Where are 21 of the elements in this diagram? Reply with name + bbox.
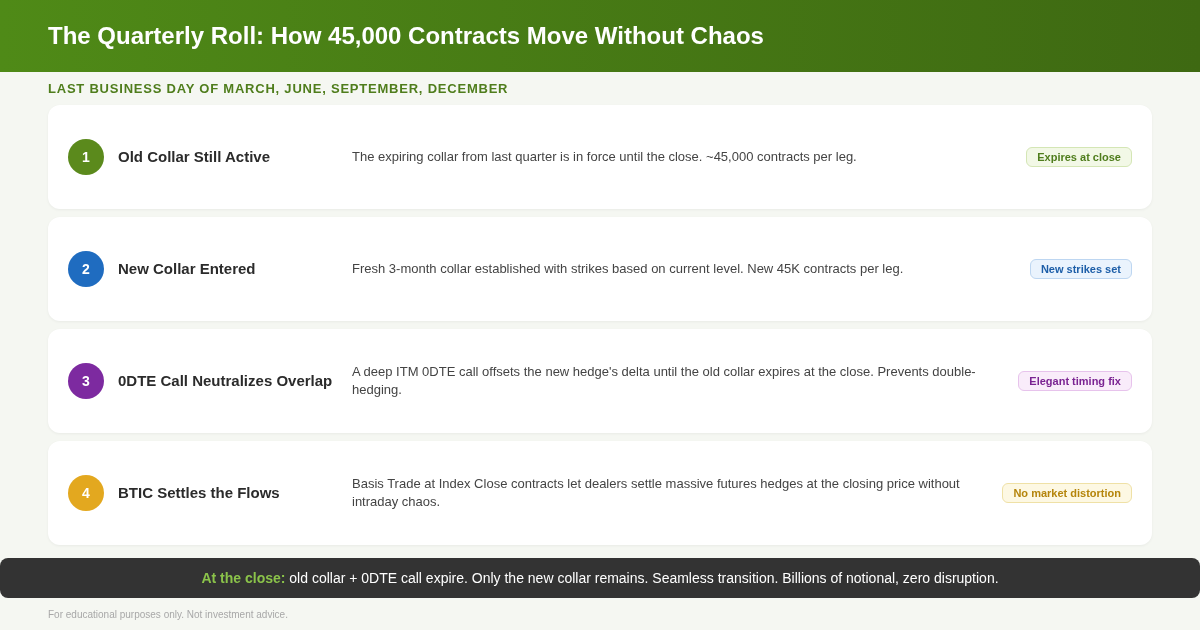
status-tag: Elegant timing fix — [1018, 371, 1132, 391]
summary-banner — [0, 558, 1200, 598]
summary-text: At the close: old collar + 0DTE call expire. Only the new collar remains. Seamless transition. Billions of notional, zero disruption. — [201, 568, 999, 588]
status-tag: New strikes set — [1029, 259, 1132, 279]
step-description: The expiring collar from last quarter is in force until the close. ~45,000 contracts per leg. — [352, 148, 858, 166]
step-description: A deep ITM 0DTE call offsets the new hedge's delta until the old collar expires at the close. Prevents double-hedging. — [352, 363, 977, 399]
step-title: New Collar Entered — [118, 259, 257, 279]
disclaimer-text: For educational purposes only. Not investment advice. — [48, 609, 288, 621]
step-title: BTIC Settles the Flows — [118, 483, 281, 503]
step-description: Basis Trade at Index Close contracts let dealers settle massive futures hedges at the closing price without intraday chaos. — [352, 475, 961, 511]
step-title: 0DTE Call Neutralizes Overlap — [118, 371, 334, 391]
step-card — [48, 329, 1152, 433]
step-card — [48, 217, 1152, 321]
step-title: Old Collar Still Active — [118, 147, 271, 167]
status-tag: Expires at close — [1026, 147, 1132, 167]
status-tag: No market distortion — [1002, 483, 1132, 503]
step-card — [48, 441, 1152, 545]
step-card — [48, 105, 1152, 209]
title: The Quarterly Roll: How 45,000 Contracts Move Without Chaos — [48, 21, 764, 51]
step-description: Fresh 3-month collar established with strikes based on current level. New 45K contracts per leg. — [352, 260, 905, 278]
subtitle: LAST BUSINESS DAY OF MARCH, JUNE, SEPTEMBER, DECEMBER — [48, 81, 509, 97]
